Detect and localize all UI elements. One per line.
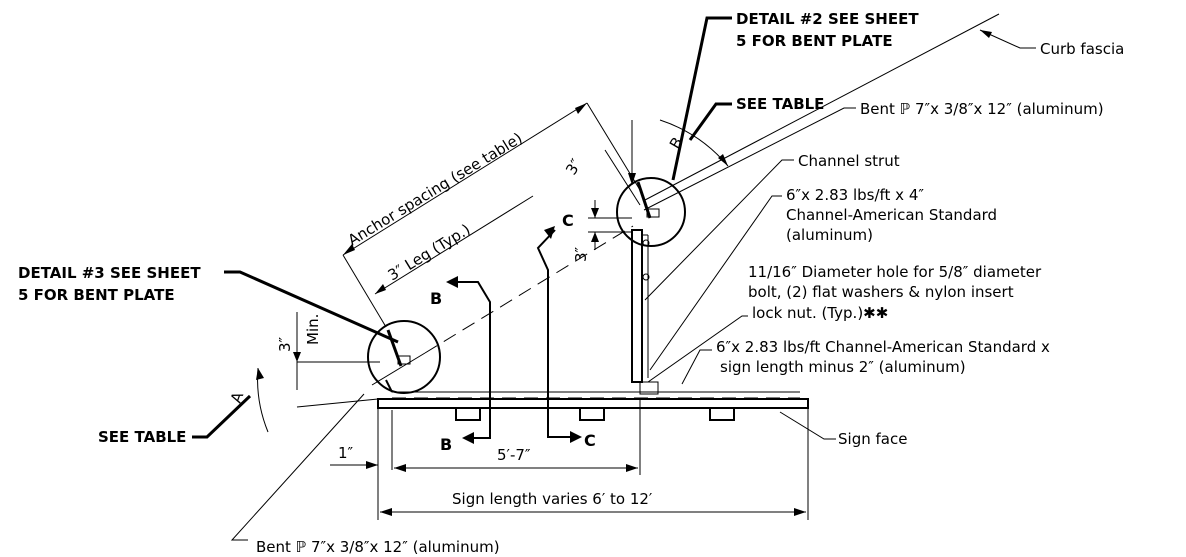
five-seven-label: 5′-7″ [497,446,531,464]
detail-circle-3 [367,320,441,394]
svg-text:lock nut. (Typ.)✱✱: lock nut. (Typ.)✱✱ [752,304,888,322]
svg-text:(aluminum): (aluminum) [786,226,873,244]
svg-text:bolt, (2) flat washers & nylon: bolt, (2) flat washers & nylon insert [748,283,1014,301]
svg-text:sign length minus 2″ (aluminum: sign length minus 2″ (aluminum) [720,358,966,376]
three-in-mid-dimension: 3″ [572,200,632,262]
anchor-spacing-label: Anchor spacing (see table) [345,129,526,249]
svg-text:Sign face: Sign face [838,430,907,448]
section-cut-b: B B [430,276,491,454]
svg-text:Curb fascia: Curb fascia [1040,40,1124,58]
note-sign-face: Sign face [779,411,907,448]
three-in-top-dimension: 3″ [562,120,641,206]
svg-text:Bent ℙ 7″x 3/8″x 12″ (aluminum: Bent ℙ 7″x 3/8″x 12″ (aluminum) [256,538,500,556]
three-in-top: 3″ [562,155,586,178]
note-bent-plate-top: Bent ℙ 7″x 3/8″x 12″ (aluminum) [643,100,1104,211]
section-c-bottom: C [584,431,596,450]
svg-text:6″x 2.83 lbs/ft x 4″: 6″x 2.83 lbs/ft x 4″ [786,186,924,204]
svg-text:SEE TABLE: SEE TABLE [736,95,824,113]
note-channel-long: 6″x 2.83 lbs/ft Channel-American Standar… [681,338,1050,385]
sign-length-label: Sign length varies 6′ to 12′ [452,490,653,508]
three-in-left: 3″ [276,336,294,352]
sign-face-assembly [377,391,809,421]
note-curb-fascia: Curb fascia [979,29,1124,58]
svg-text:Bent ℙ 7″x 3/8″x 12″ (aluminum: Bent ℙ 7″x 3/8″x 12″ (aluminum) [860,100,1104,118]
inclined-lines [296,13,1000,408]
detail-circle-2 [616,177,686,247]
min-label: Min. [304,314,322,345]
svg-text:Channel strut: Channel strut [798,152,900,170]
callout-see-table-top: SEE TABLE [688,95,824,141]
callout-see-table-left: SEE TABLE [98,394,252,446]
callout-detail-2: DETAIL #2 SEE SHEET 5 FOR BENT PLATE [671,10,919,181]
channel-strut [631,229,659,395]
sign-face-plate [377,398,809,409]
section-c-top: C [562,211,574,230]
svg-text:6″x 2.83 lbs/ft Channel-Americ: 6″x 2.83 lbs/ft Channel-American Standar… [716,338,1050,356]
svg-text:DETAIL #2 SEE SHEET: DETAIL #2 SEE SHEET [736,10,919,28]
svg-text:11/16″ Diameter hole for 5/8″: 11/16″ Diameter hole for 5/8″ diameter [748,263,1042,281]
one-in-dimension: 1″ [330,408,393,470]
one-in-label: 1″ [338,444,354,462]
svg-text:Channel-American Standard: Channel-American Standard [786,206,997,224]
sign-length-dimension: Sign length varies 6′ to 12′ [377,408,809,520]
svg-text:5 FOR BENT PLATE: 5 FOR BENT PLATE [736,32,893,50]
svg-text:SEE TABLE: SEE TABLE [98,428,186,446]
svg-text:DETAIL #3 SEE SHEET: DETAIL #3 SEE SHEET [18,264,201,282]
angle-b: B [659,119,729,167]
section-b-top: B [430,289,442,308]
bolt-heads [455,407,735,421]
three-in-mid: 3″ [572,246,590,262]
section-b-bottom: B [440,435,452,454]
note-bent-plate-bottom: Bent ℙ 7″x 3/8″x 12″ (aluminum) [230,393,500,556]
three-in-min-dimension: 3″ Min. [276,312,380,390]
note-hole: 11/16″ Diameter hole for 5/8″ diameter b… [647,263,1042,383]
leg-label: 3″ Leg (Typ.) [385,220,474,284]
note-channel-strut: Channel strut [644,152,900,301]
five-seven-dimension: 5′-7″ [394,400,641,475]
note-channel-4in: 6″x 2.83 lbs/ft x 4″ Channel-American St… [649,186,997,371]
svg-text:5 FOR BENT PLATE: 5 FOR BENT PLATE [18,286,175,304]
section-cut-c: C C [536,211,596,450]
callout-detail-3: DETAIL #3 SEE SHEET 5 FOR BENT PLATE [18,264,399,344]
